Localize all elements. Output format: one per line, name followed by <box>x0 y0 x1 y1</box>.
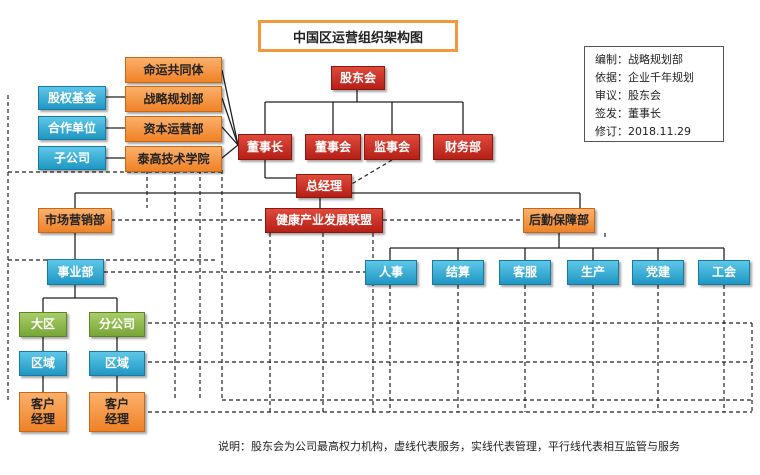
info-compiled-by: 编制：战略规划部 <box>595 53 683 66</box>
node-marketing-dept[interactable]: 市场营销部 <box>38 208 112 233</box>
node-general-manager[interactable]: 总经理 <box>296 174 352 198</box>
info-revision-date: 修订：2018.11.29 <box>595 125 691 138</box>
node-community[interactable]: 命运共同体 <box>125 57 222 83</box>
node-hr[interactable]: 人事 <box>365 260 417 285</box>
node-party-building[interactable]: 党建 <box>632 260 684 285</box>
node-partner[interactable]: 合作单位 <box>38 116 106 140</box>
node-supervisory-board[interactable]: 监事会 <box>364 134 420 160</box>
info-issued-by: 签发：董事长 <box>595 107 661 120</box>
info-reviewed-by: 审议：股东会 <box>595 89 661 102</box>
node-shareholders-meeting[interactable]: 股东会 <box>331 66 385 90</box>
node-subsidiary[interactable]: 子公司 <box>38 146 106 170</box>
node-health-alliance[interactable]: 健康产业发展联盟 <box>265 208 383 233</box>
node-region-large[interactable]: 大区 <box>19 312 67 337</box>
node-customer-service[interactable]: 客服 <box>499 260 551 285</box>
node-production[interactable]: 生产 <box>567 260 619 285</box>
node-tech-institute[interactable]: 泰高技术学院 <box>125 146 222 172</box>
node-area-1[interactable]: 区域 <box>19 351 67 376</box>
node-account-manager-1[interactable]: 客户经理 <box>19 392 67 432</box>
node-business-unit[interactable]: 事业部 <box>47 259 104 285</box>
info-basis: 依据：企业千年规划 <box>595 71 694 84</box>
node-capital-dept[interactable]: 资本运营部 <box>125 116 222 142</box>
node-account-manager-2[interactable]: 客户经理 <box>89 392 145 432</box>
node-area-2[interactable]: 区域 <box>89 351 145 376</box>
node-strategy-dept[interactable]: 战略规划部 <box>125 86 222 112</box>
node-settlement[interactable]: 结算 <box>432 260 484 285</box>
legend-note: 说明：股东会为公司最高权力机构，虚线代表服务，实线代表管理，平行线代表相互监管与… <box>218 440 680 453</box>
info-panel: 编制：战略规划部 依据：企业千年规划 审议：股东会 签发：董事长 修订：2018… <box>584 46 724 142</box>
node-labor-union[interactable]: 工会 <box>698 260 750 285</box>
node-equity-fund[interactable]: 股权基金 <box>38 86 106 110</box>
node-board[interactable]: 董事会 <box>305 134 361 160</box>
chart-title: 中国区运营组织架构图 <box>258 20 458 52</box>
node-logistics-dept[interactable]: 后勤保障部 <box>523 208 595 233</box>
node-finance-dept[interactable]: 财务部 <box>433 134 493 160</box>
node-branch[interactable]: 分公司 <box>89 312 145 337</box>
node-chairman[interactable]: 董事长 <box>238 134 292 160</box>
